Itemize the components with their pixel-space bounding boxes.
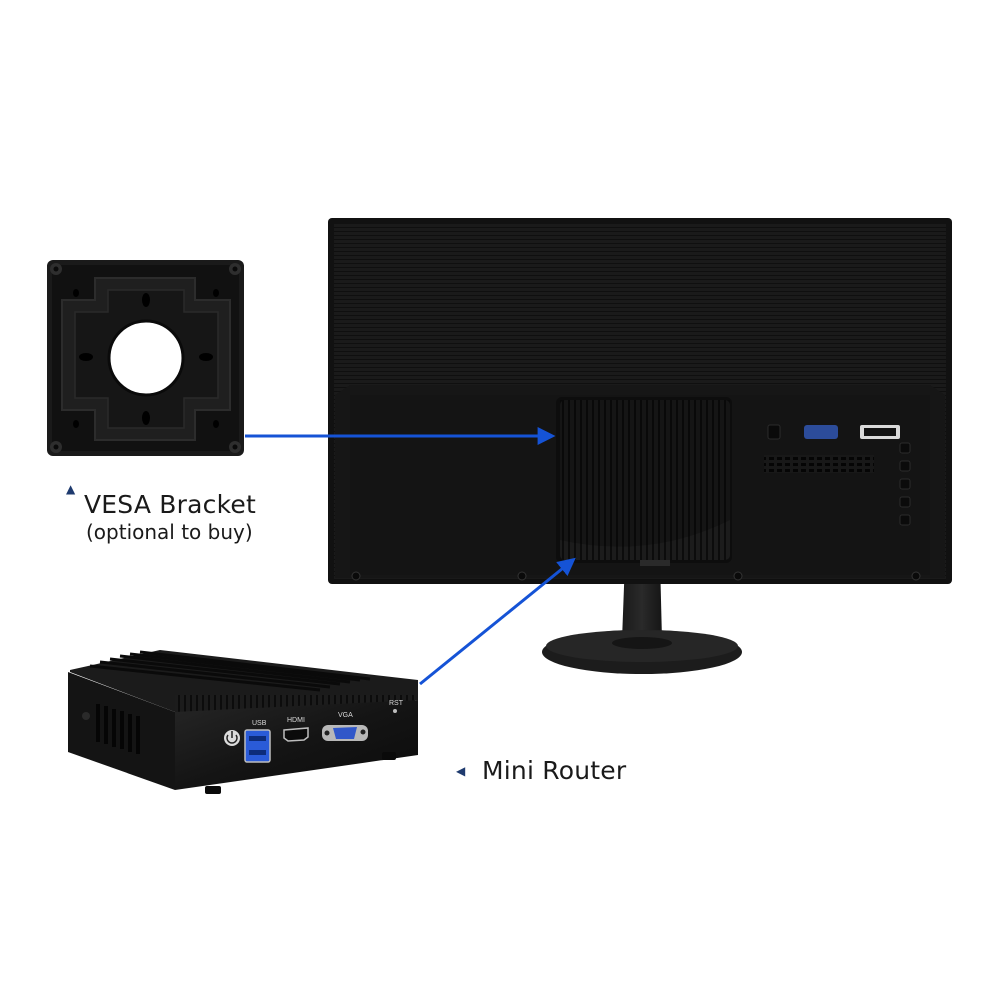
usb-label: USB [252, 720, 267, 727]
mini-router: USB HDMI VGA RST [68, 650, 418, 794]
rst-label: RST [389, 700, 404, 707]
vesa-bracket-subcaption: (optional to buy) [86, 520, 253, 544]
mounted-mini-router [556, 397, 732, 566]
router-arrow [419, 557, 576, 686]
vesa-bracket-caption: VESA Bracket [84, 490, 256, 519]
vesa-bracket [47, 260, 244, 456]
mini-router-caption: Mini Router [482, 756, 627, 785]
hdmi-label: HDMI [287, 717, 305, 724]
vga-label: VGA [338, 712, 353, 719]
bracket-caption-pointer-icon: ▲ [66, 482, 76, 496]
router-caption-pointer-icon: ◀ [456, 764, 466, 778]
